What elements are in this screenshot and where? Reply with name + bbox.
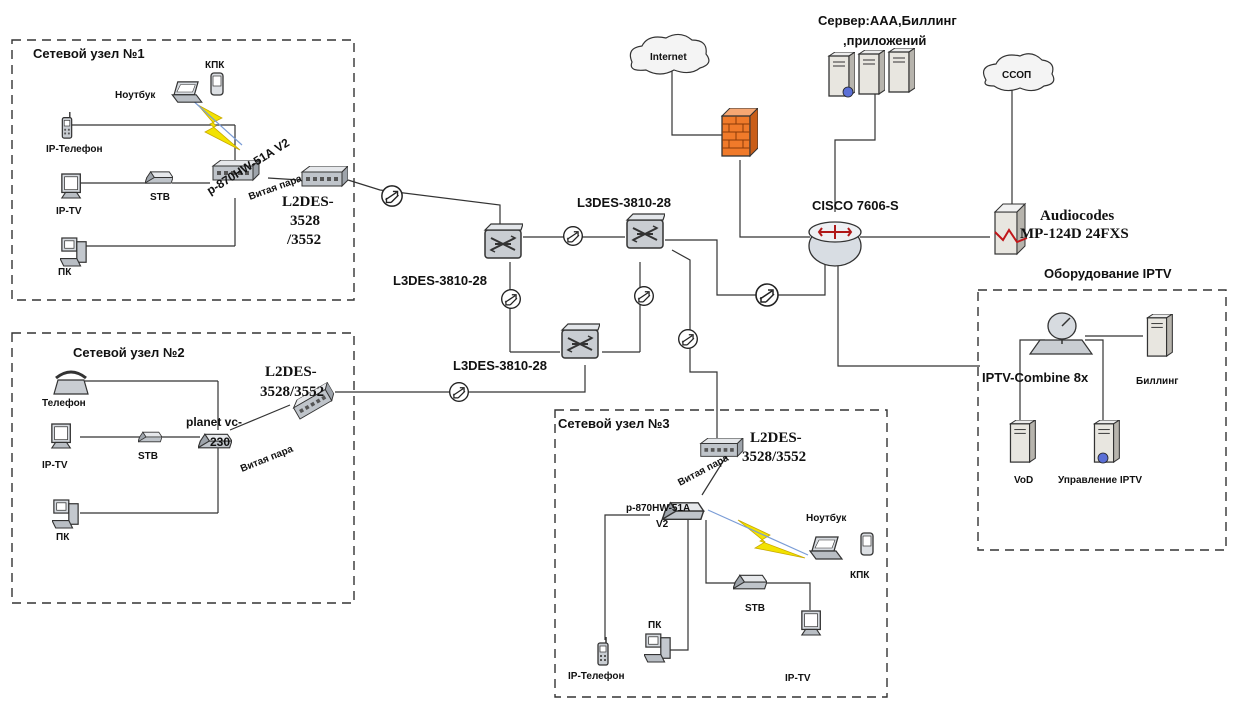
node3-modem-label-line1: p-870HW-51A [626,503,690,514]
pstn-label: ССОП [1002,70,1031,81]
node2-boundary [11,332,355,604]
l3-switch-bottom-label: L3DES-3810-28 [453,358,547,373]
node3-ip-phone-label: IP-Телефон [568,670,625,682]
wires [70,70,1143,651]
media-converter-icon [449,382,469,402]
node2-switch-label-line1: L2DES- [265,364,317,380]
pc-icon [52,499,79,529]
node3-switch-label-line1: L2DES- [750,430,802,446]
node2-gateway-label-line1: planet vc- [186,415,242,429]
wireless-bolt-icon [197,104,241,151]
node1-pc-label: ПК [58,267,72,278]
node1-laptop-label: Ноутбук [115,89,156,101]
node3-switch-label-line2: 3528/3552 [742,449,806,465]
node1-stb-label: STB [150,192,170,203]
server-icon [858,50,885,95]
stb-icon [733,574,767,590]
node2-phone-label: Телефон [42,397,86,409]
node1-title: Сетевой узел №1 [33,46,145,61]
globe-icon [842,86,854,98]
node3-modem-label-line2: V2 [656,519,669,530]
node1-kpk-label: КПК [205,60,225,71]
ip-tv-icon [61,173,81,199]
pc-icon [644,633,671,663]
l3-switch-icon [626,213,665,249]
ip-tv-icon [51,423,71,449]
ip-phone-icon [597,636,609,666]
node3-title: Сетевой узел №3 [558,416,670,431]
iptv-title: Оборудование IPTV [1044,266,1172,281]
server-icon [888,48,915,93]
internet-cloud-icon [629,33,710,75]
l3-switch-icon [484,223,523,259]
pda-icon [210,72,224,96]
l3-switch-icon [561,323,600,359]
media-converter-icon [634,286,654,306]
server-label-line2: ,приложений [843,33,926,48]
media-converter-icon [563,226,583,246]
media-converter-icon [755,283,779,307]
pda-icon [860,532,874,556]
internet-label: Internet [650,52,687,63]
router-label: CISCO 7606-S [812,198,899,213]
node1-boundary [11,39,355,301]
node3-stb-label: STB [745,603,765,614]
node2-stb-label: STB [138,451,158,462]
media-converter-icon [381,185,403,207]
node1-switch-label-line2: 3528 [290,213,320,229]
l3-switch-top-label: L3DES-3810-28 [577,195,671,210]
node2-pc-label: ПК [56,532,70,543]
node3-boundary [554,409,888,698]
node2-gateway-label-line2: 230 [210,435,230,449]
telephone-icon [53,370,89,395]
node1-ip-tv-label: IP-TV [56,206,82,217]
voice-gateway-icon [993,202,1028,256]
media-converter-icon [678,329,698,349]
satellite-dish-icon [1028,312,1094,355]
node3-ip-tv-label: IP-TV [785,673,811,684]
ip-tv-icon [801,610,822,636]
node3-twisted-pair-label: Витая пара [676,453,731,489]
node1-switch-label-line1: L2DES- [282,194,334,210]
node1-ip-phone-label: IP-Телефон [46,143,103,155]
laptop-icon [171,81,203,103]
node3-pc-label: ПК [648,620,662,631]
pstn-cloud-icon [983,53,1055,92]
iptv-billing-label: Биллинг [1136,376,1178,387]
ip-phone-icon [61,112,73,139]
node3-laptop-label: Ноутбук [806,512,847,524]
node2-title: Сетевой узел №2 [73,345,185,360]
l3-switch-left-label: L3DES-3810-28 [393,273,487,288]
iptv-boundary [977,289,1227,551]
iptv-combine-label: IPTV-Combine 8x [982,370,1089,385]
laptop-icon [809,536,843,560]
stb-icon [145,171,173,184]
firewall-icon [721,108,758,157]
audiocodes-label-line1: Audiocodes [1040,208,1114,224]
router-icon [808,221,862,267]
node1-switch-label-line3: /3552 [286,232,321,248]
l2-switch-icon [301,166,348,187]
stb-icon [138,431,162,443]
node2-ip-tv-label: IP-TV [42,460,68,471]
wireless-bolt-icon [737,519,806,559]
iptv-management-label: Управление IPTV [1058,475,1142,486]
billing-server-icon [1146,314,1173,357]
node2-twisted-pair-label: Витая пара [239,444,295,475]
node2-switch-label-line2: 3528/3552 [260,384,324,400]
media-converter-icon [501,289,521,309]
iptv-vod-label: VoD [1014,475,1033,486]
server-label-line1: Сервер:AAA,Биллинг [818,13,957,28]
audiocodes-label-line2: MP-124D 24FXS [1020,226,1129,242]
node3-kpk-label: КПК [850,570,870,581]
globe-icon [1097,452,1109,464]
vod-server-icon [1009,420,1036,463]
pc-icon [60,237,87,267]
